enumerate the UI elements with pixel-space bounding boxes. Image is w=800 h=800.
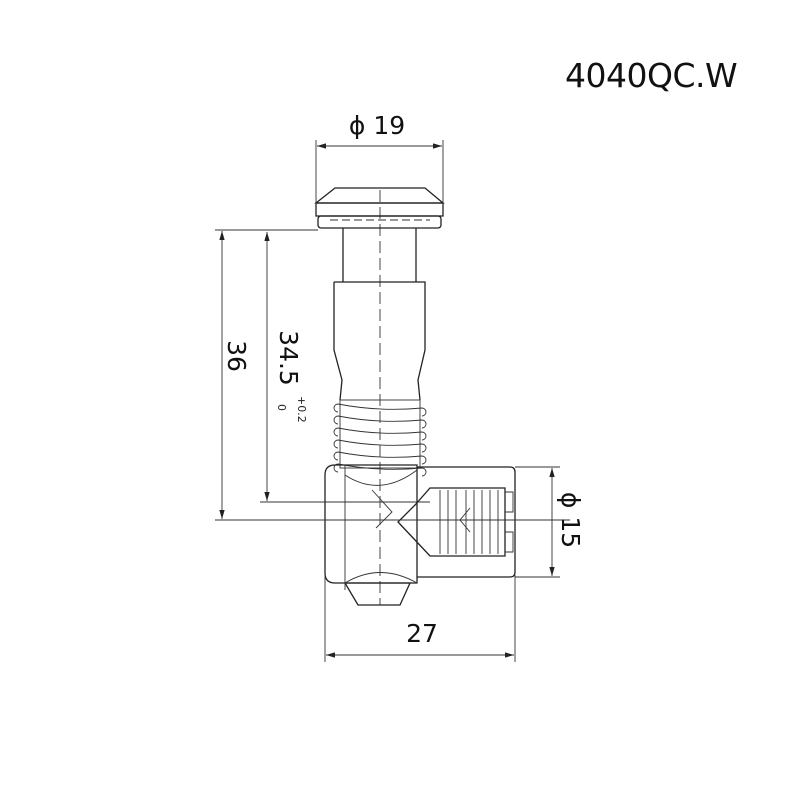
spring-coil (333, 403, 427, 417)
dimension-body-width: 27 (324, 575, 516, 662)
spring-coil (333, 439, 427, 453)
dimension-barrel-diameter: ϕ 15 (515, 466, 585, 578)
dimension-label-working-height: 34.5 (274, 330, 303, 386)
dimension-label-body-width: 27 (406, 619, 438, 648)
collar (333, 281, 426, 401)
body (324, 464, 418, 606)
part-number-title: 4040QC.W (565, 56, 738, 95)
shaft-neck (342, 228, 417, 282)
dimension-label-barrel-diameter: ϕ 15 (556, 492, 585, 548)
dimension-label-overall-height: 36 (222, 340, 251, 372)
tolerance-lower: 0 (275, 404, 288, 411)
tolerance-upper: +0.2 (295, 396, 308, 423)
dimension-overall-height: 36 (215, 229, 570, 521)
spring (333, 399, 427, 477)
spring-coil (333, 427, 427, 441)
screw-head (314, 187, 445, 229)
dimension-head-diameter: ϕ 19 (315, 111, 444, 205)
spring-coil (333, 415, 427, 429)
dimension-working-height: 34.5 +0.2 0 (260, 232, 430, 503)
spring-coil (333, 451, 427, 465)
dimension-label-head-diameter: ϕ 19 (349, 111, 405, 140)
side-barrel (397, 466, 516, 578)
spring-coil (333, 463, 427, 477)
